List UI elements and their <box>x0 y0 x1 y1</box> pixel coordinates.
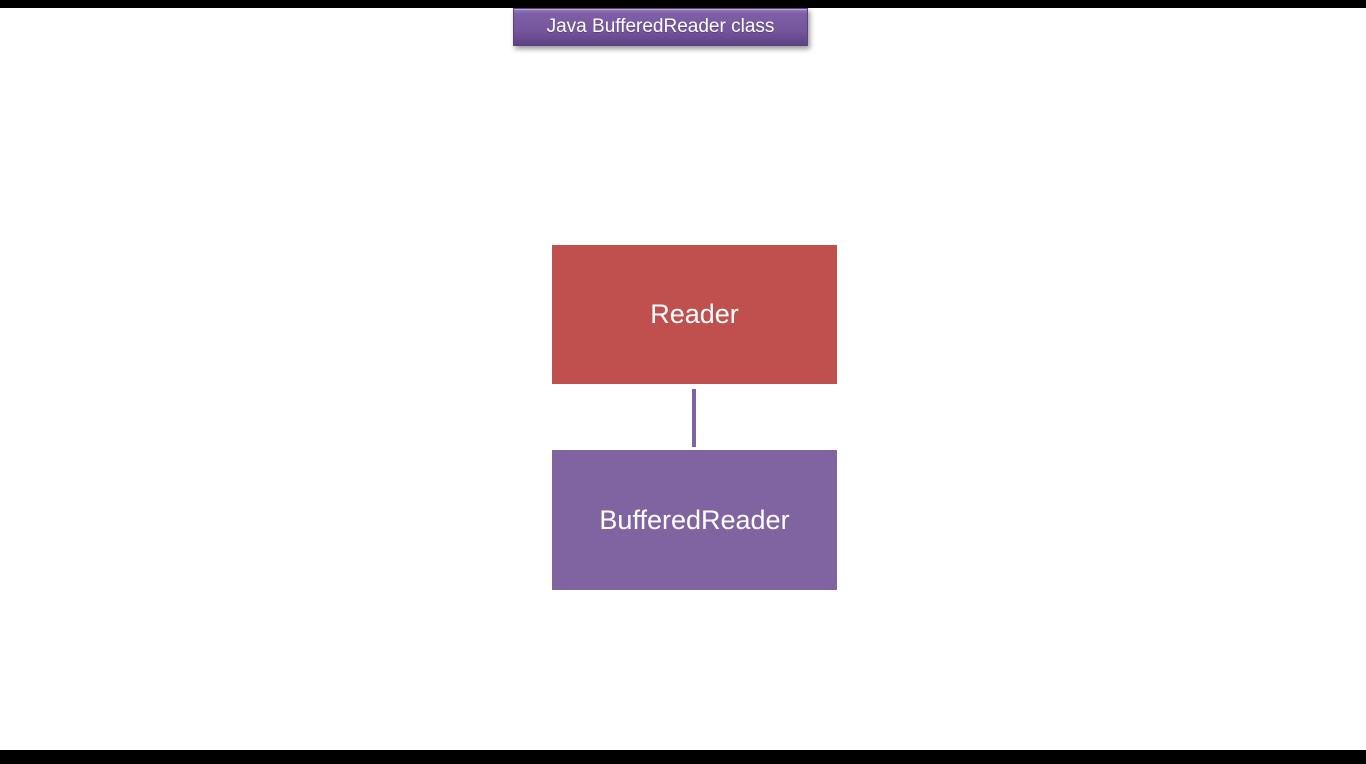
bottom-letterbox-bar <box>0 750 1366 764</box>
diagram-title-banner: Java BufferedReader class <box>513 8 808 46</box>
node-bufferedreader-label: BufferedReader <box>599 504 790 535</box>
diagram-title-text: Java BufferedReader class <box>546 16 775 37</box>
node-reader: Reader <box>552 245 837 384</box>
inheritance-connector-line <box>692 389 696 447</box>
node-bufferedreader: BufferedReader <box>552 450 837 590</box>
node-reader-label: Reader <box>650 299 739 329</box>
top-letterbox-bar <box>0 0 1366 8</box>
